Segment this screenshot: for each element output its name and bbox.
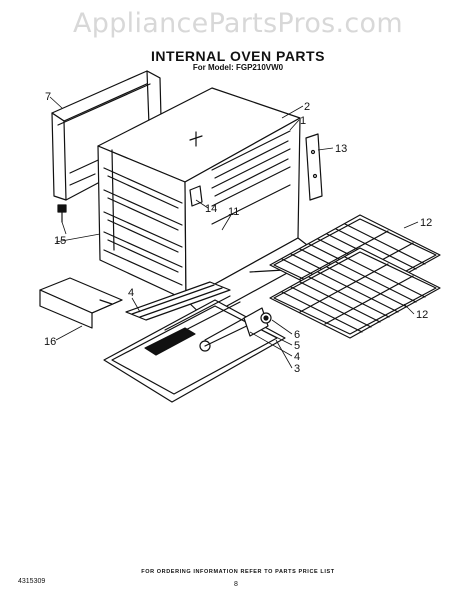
part-12-rack-lower xyxy=(269,247,441,339)
callout-7: 7 xyxy=(45,91,51,103)
model-line: For Model: FGP210VW0 xyxy=(192,63,284,72)
part-6-screw xyxy=(260,312,272,324)
leader-lines xyxy=(49,96,419,369)
callout-5: 5 xyxy=(294,340,300,352)
callout-16: 16 xyxy=(44,336,56,348)
part-4-burner-tube xyxy=(125,281,231,321)
callout-4-right: 4 xyxy=(294,351,300,363)
part-16-front-trim xyxy=(39,277,123,329)
callout-12-upper: 12 xyxy=(420,217,432,229)
part-1-oven-cavity xyxy=(97,87,321,319)
callout-11: 11 xyxy=(228,206,239,218)
callout-12-lower: 12 xyxy=(416,309,428,321)
page-title: INTERNAL OVEN PARTS xyxy=(151,48,325,64)
callout-14: 14 xyxy=(205,203,217,215)
callout-2: 2 xyxy=(304,101,310,113)
callout-13: 13 xyxy=(335,143,347,155)
part-13-side-strip xyxy=(305,133,323,201)
ordering-info-footer: FOR ORDERING INFORMATION REFER TO PARTS … xyxy=(141,569,335,575)
document-number: 4315309 xyxy=(18,578,46,585)
callout-15: 15 xyxy=(54,235,66,247)
part-3-bottom-pan xyxy=(103,295,286,403)
callout-6: 6 xyxy=(294,329,300,341)
watermark: AppliancePartsPros.com xyxy=(73,8,403,39)
part-15-screw xyxy=(57,204,67,223)
callout-3: 3 xyxy=(294,363,300,375)
part-14-bracket xyxy=(189,185,203,207)
callout-1: 1 xyxy=(300,115,306,127)
callout-4-left: 4 xyxy=(128,287,134,299)
page-number: 8 xyxy=(234,581,238,588)
